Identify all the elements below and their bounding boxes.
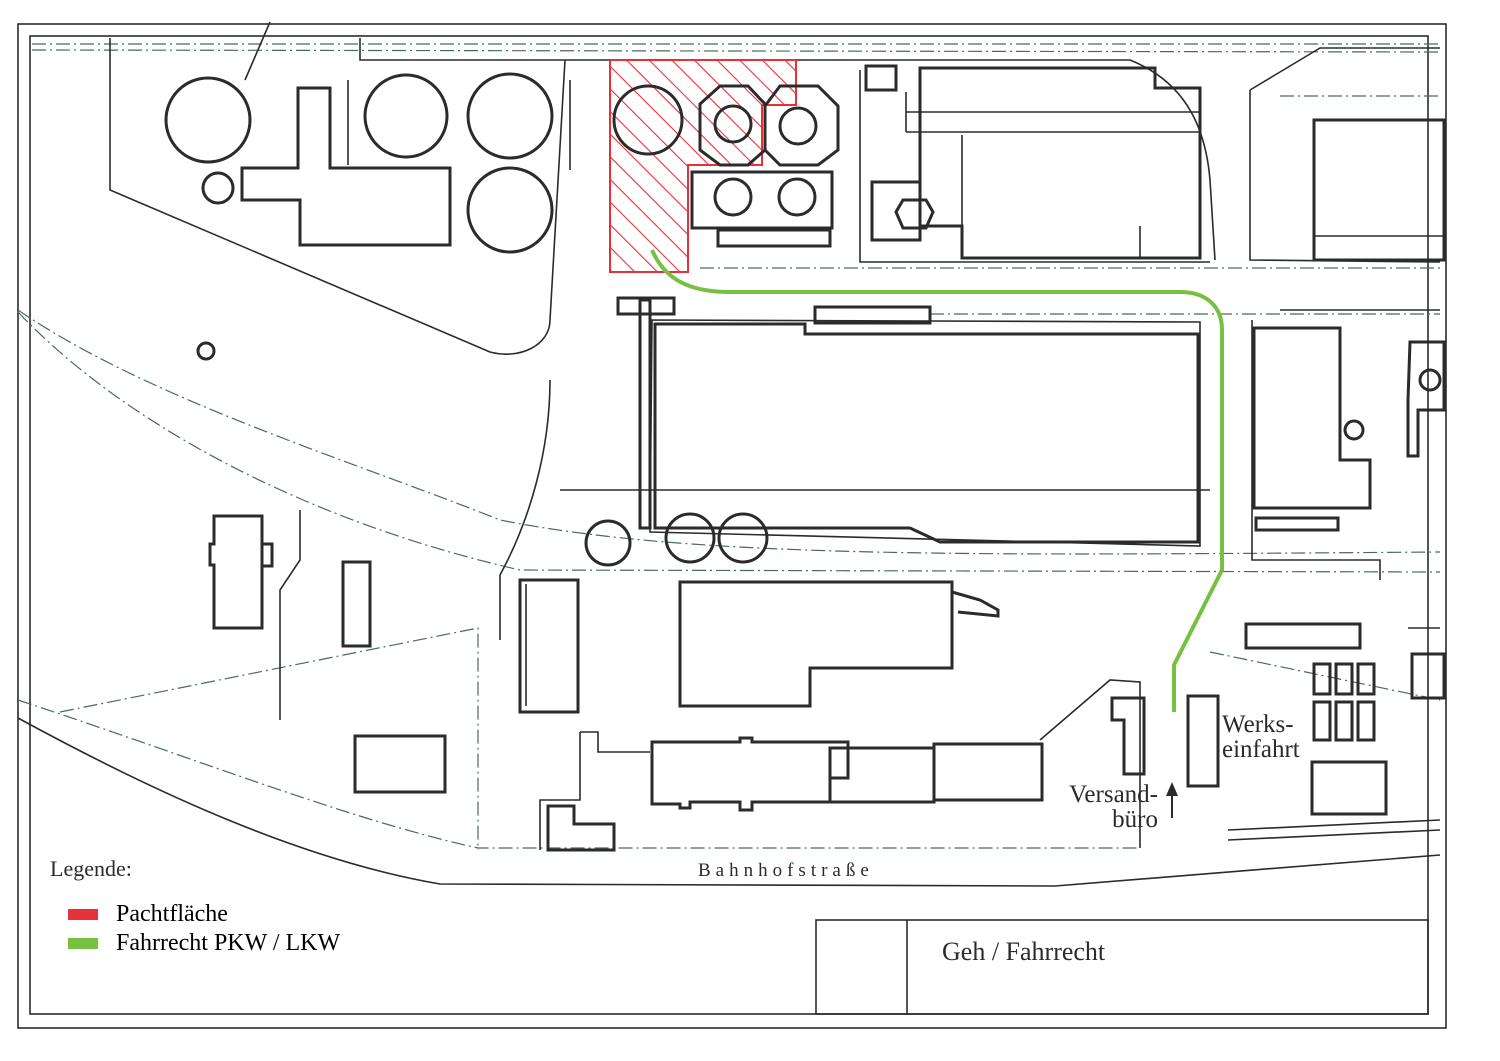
legend-item-lease: Pachtfläche — [68, 901, 228, 927]
roads — [17, 21, 1441, 887]
werkseinfahrt-line1: Werks- — [1222, 711, 1294, 738]
legend-title: Legende: — [50, 856, 132, 881]
versandbuero-line2: büro — [1112, 806, 1158, 833]
route-swatch — [68, 937, 98, 949]
outer-frame — [17, 23, 1447, 1029]
title-block-title: Geh / Fahrrecht — [942, 937, 1106, 966]
entry-arrow-icon — [1166, 782, 1178, 818]
label-versandbuero: Versand- büro — [1062, 782, 1158, 832]
lease-area — [609, 59, 797, 273]
versandbuero-line1: Versand- — [1069, 781, 1158, 808]
werkseinfahrt-line2: einfahrt — [1222, 736, 1300, 763]
legend-item-route: Fahrrecht PKW / LKW — [68, 930, 340, 956]
label-werkseinfahrt: Werks- einfahrt — [1222, 712, 1300, 762]
legend-item-route-label: Fahrrecht PKW / LKW — [116, 929, 341, 956]
buildings — [164, 64, 1446, 852]
boundary-lines — [17, 43, 1441, 850]
lease-swatch — [68, 908, 98, 920]
title-block — [815, 919, 1429, 1015]
access-route — [650, 249, 1224, 712]
inner-frame — [29, 35, 1429, 1015]
legend-item-lease-label: Pachtfläche — [116, 900, 228, 927]
street-label: Bahnhofstraße — [698, 860, 874, 881]
